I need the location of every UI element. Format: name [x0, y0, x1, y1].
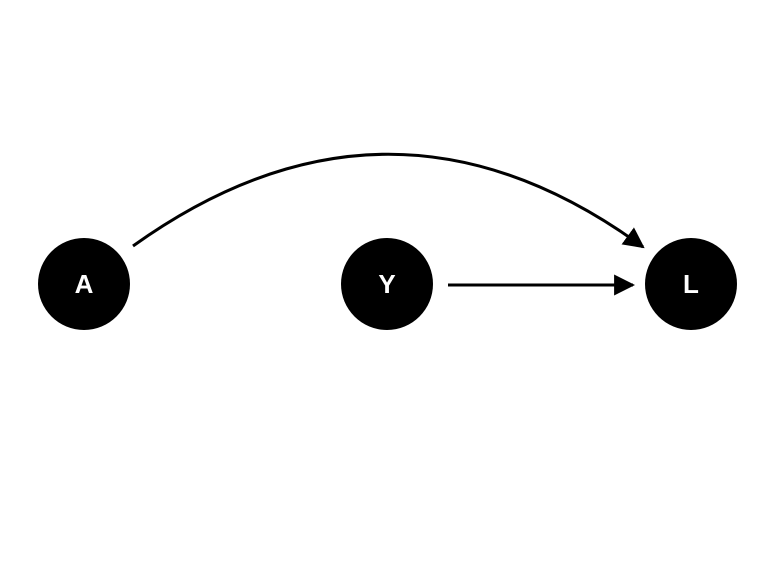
node-y-label: Y [378, 268, 396, 299]
node-a-label: A [74, 268, 94, 299]
edge-a-to-l [132, 152, 645, 249]
node-a: A [38, 238, 130, 330]
node-l-label: L [683, 268, 699, 299]
node-y: Y [341, 238, 433, 330]
node-l: L [645, 238, 737, 330]
